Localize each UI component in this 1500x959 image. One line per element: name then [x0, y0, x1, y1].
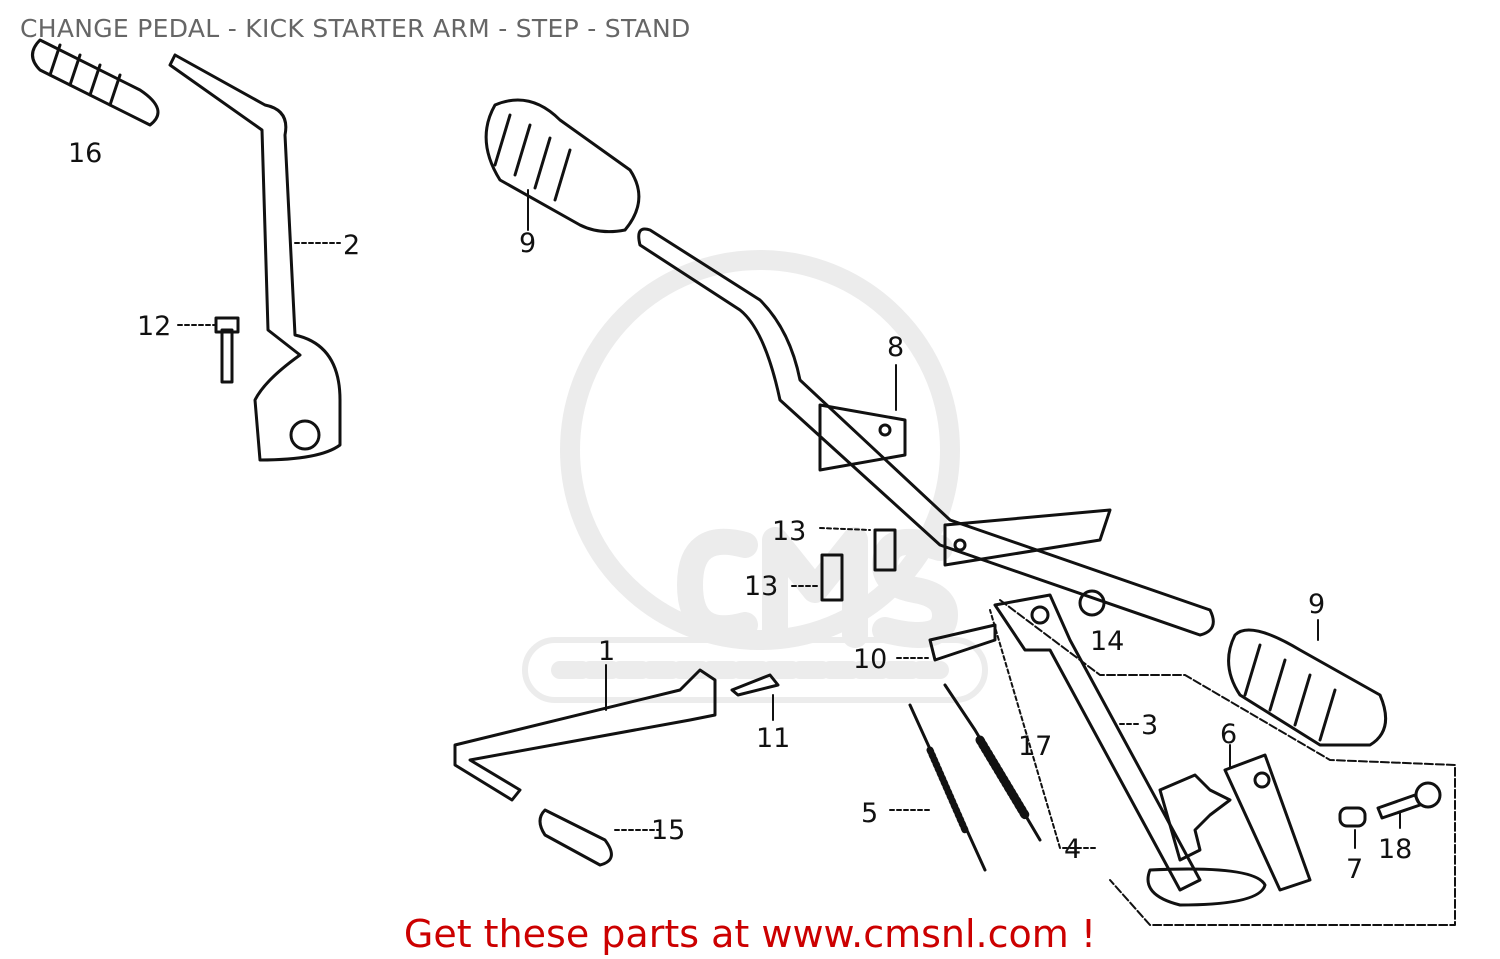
callout-8: 8	[887, 332, 905, 363]
callout-3: 3	[1141, 710, 1159, 741]
callout-10: 10	[853, 644, 888, 675]
part-15-rubber	[538, 808, 661, 867]
stand-assembly-frame	[999, 599, 1456, 926]
callout-4: 4	[1064, 834, 1082, 865]
part-17-spring	[943, 683, 1042, 842]
part-9-step-rubber-right	[1227, 619, 1388, 747]
callout-17: 17	[1018, 731, 1053, 762]
callout-5: 5	[861, 798, 879, 829]
part-5-spring	[889, 703, 987, 872]
callout-9-right: 9	[1308, 589, 1326, 620]
callout-2: 2	[343, 230, 361, 261]
part-13-bolt-lower	[791, 553, 844, 602]
callout-12: 12	[137, 311, 172, 342]
callout-1: 1	[598, 636, 616, 667]
callout-7: 7	[1346, 854, 1364, 885]
part-3-stand	[993, 593, 1267, 907]
callout-9-left: 9	[519, 228, 537, 259]
part-16-rubber	[31, 38, 160, 127]
callout-11: 11	[756, 723, 791, 754]
part-12-bolt	[177, 316, 240, 384]
part-14-nut	[1078, 589, 1106, 617]
part-11-bolt	[730, 673, 780, 721]
part-10-pivot-bolt	[896, 623, 997, 662]
callout-18: 18	[1378, 834, 1413, 865]
callout-16: 16	[68, 138, 103, 169]
callout-6: 6	[1220, 719, 1238, 750]
callout-14: 14	[1090, 626, 1125, 657]
callout-15: 15	[651, 815, 686, 846]
part-18-bolt	[1376, 781, 1442, 829]
part-13-bolt-upper	[819, 527, 897, 572]
diagram-title: CHANGE PEDAL - KICK STARTER ARM - STEP -…	[20, 14, 691, 43]
part-9-step-rubber-left	[484, 98, 641, 234]
callout-13-lower: 13	[744, 571, 779, 602]
part-1-change-pedal	[453, 664, 717, 802]
parts-shop-link[interactable]: Get these parts at www.cmsnl.com !	[403, 912, 1097, 956]
part-8-step-bar	[637, 227, 1215, 637]
part-2-kick-starter-arm	[168, 53, 342, 462]
part-4-bracket	[989, 609, 1232, 862]
part-7-collar	[1338, 806, 1367, 849]
part-6-plate	[1223, 744, 1312, 892]
callout-13-upper: 13	[772, 516, 807, 547]
